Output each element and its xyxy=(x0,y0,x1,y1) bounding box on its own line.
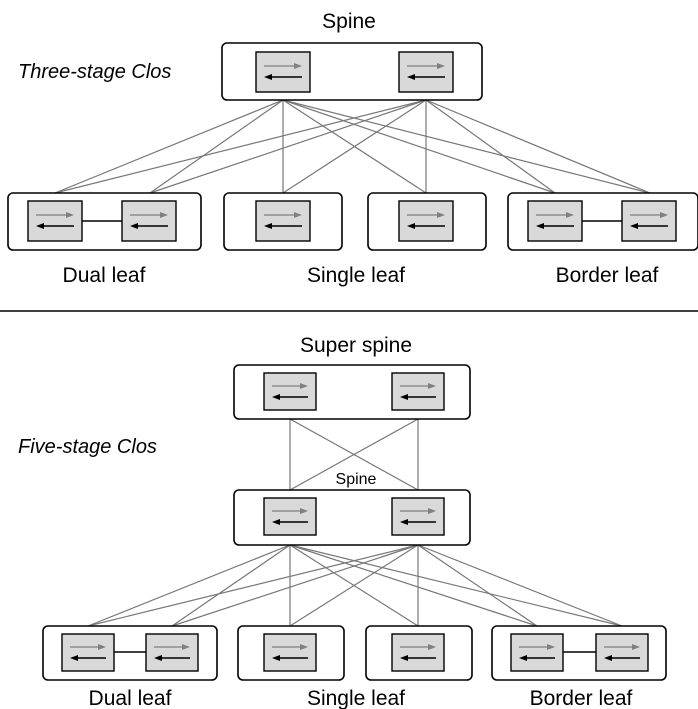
switch-icon xyxy=(27,200,83,242)
three-stage-links xyxy=(54,99,651,194)
dual-leaf-label: Dual leaf xyxy=(89,687,172,709)
switch-icon xyxy=(145,633,199,672)
switch-icon xyxy=(398,51,454,93)
switch-icon xyxy=(621,200,677,242)
switch-icon xyxy=(263,633,317,672)
switch-icon xyxy=(255,200,311,242)
switch-icon xyxy=(595,633,649,672)
super-spine-label: Super spine xyxy=(300,334,412,357)
spine-label: Spine xyxy=(322,10,376,33)
switch-icon xyxy=(527,200,583,242)
five-stage-links xyxy=(87,544,623,627)
border-leaf-label: Border leaf xyxy=(556,264,659,287)
five-stage-section: Super spine Five-stage Clos xyxy=(18,334,667,709)
border-leaf-label: Border leaf xyxy=(530,687,633,709)
super-spine-links xyxy=(289,418,419,491)
switch-icon xyxy=(61,633,115,672)
three-stage-title: Three-stage Clos xyxy=(18,61,171,83)
switch-icon xyxy=(255,51,311,93)
switch-icon xyxy=(398,200,454,242)
dual-leaf-label: Dual leaf xyxy=(63,264,146,287)
switch-icon xyxy=(510,633,564,672)
five-stage-title: Five-stage Clos xyxy=(18,436,157,458)
single-leaf-label: Single leaf xyxy=(307,687,405,709)
single-leaf-label: Single leaf xyxy=(307,264,405,287)
switch-icon xyxy=(263,372,317,411)
switch-icon xyxy=(121,200,177,242)
switch-icon xyxy=(391,497,445,536)
spine-label: Spine xyxy=(336,471,377,488)
switch-icon xyxy=(391,633,445,672)
switch-icon xyxy=(263,497,317,536)
switch-icon xyxy=(391,372,445,411)
three-stage-section: Spine Three-stage Clos xyxy=(7,10,698,287)
